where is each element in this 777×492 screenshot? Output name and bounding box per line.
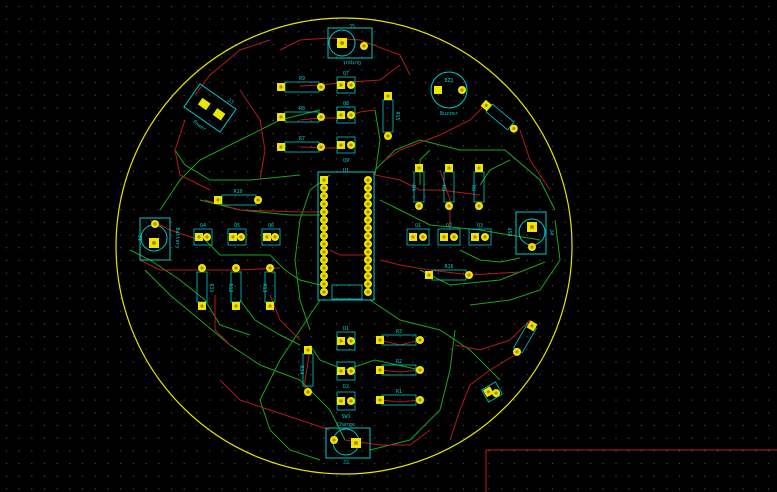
- q1-label: Q1: [415, 223, 421, 229]
- board-outline: [115, 17, 573, 475]
- r8-label: R8: [299, 106, 305, 112]
- j2-value: Charge: [337, 422, 355, 428]
- switch-sw1[interactable]: SW1: [336, 391, 356, 420]
- u1-pads-left: [320, 176, 328, 296]
- resistor-r3[interactable]: R3: [376, 329, 424, 346]
- resistor-r11[interactable]: R11: [196, 264, 214, 310]
- q6-label: Q6: [268, 223, 274, 229]
- j5-ref: J5: [349, 24, 355, 30]
- d1-label: D1: [343, 326, 349, 332]
- j4-value: ESP: [508, 227, 514, 236]
- j5-value: Output: [343, 59, 361, 65]
- j4-connector[interactable]: J4 ESP: [508, 211, 554, 255]
- resistor-r16[interactable]: R16: [425, 264, 473, 281]
- q7-label: Q7: [343, 71, 349, 77]
- r13-label: R13: [261, 283, 267, 292]
- r4-label: R4: [410, 185, 416, 191]
- resistor-r4[interactable]: R4: [410, 164, 425, 210]
- diode-d1[interactable]: D1: [336, 326, 356, 351]
- resistor-r15[interactable]: R15: [382, 92, 400, 140]
- resistor-r2[interactable]: R2: [376, 359, 424, 376]
- transistor-q7[interactable]: Q7: [336, 71, 356, 94]
- diode-d2[interactable]: D2: [336, 361, 356, 390]
- resistor-r13[interactable]: R13: [261, 264, 276, 310]
- d2-label: D2: [343, 384, 349, 390]
- diagonal-component-upper-right[interactable]: [480, 99, 520, 135]
- resistor-r10[interactable]: R10: [214, 189, 262, 206]
- r9-label: R9: [299, 76, 305, 82]
- sheet-border: [485, 449, 777, 492]
- r16-label: R16: [444, 264, 453, 270]
- j5-connector[interactable]: J5 Output: [327, 24, 373, 65]
- sw1-label: SW1: [341, 414, 350, 420]
- resistor-r12[interactable]: R12: [227, 264, 242, 310]
- diagonal-component-lower-right[interactable]: [511, 320, 539, 358]
- j2-ref: J2: [343, 460, 349, 466]
- q3-label: Q3: [477, 223, 483, 229]
- j1-value: Battery: [174, 227, 180, 248]
- r6-label: R6: [470, 185, 476, 191]
- j2-connector[interactable]: Charge J2: [325, 422, 371, 466]
- bz1-buzzer[interactable]: BZ1 Buzzer: [430, 71, 468, 117]
- r12-label: R12: [227, 283, 233, 292]
- transistor-q5[interactable]: Q5: [227, 223, 247, 246]
- resistor-r9[interactable]: R9: [277, 76, 325, 93]
- q2-label: Q2: [446, 223, 452, 229]
- transistor-q2[interactable]: Q2: [437, 223, 461, 246]
- q4-label: Q4: [200, 223, 206, 229]
- back-copper-traces: [129, 109, 561, 461]
- resistor-r6[interactable]: R6: [470, 164, 485, 210]
- j3-ref: J3: [226, 97, 234, 105]
- transistor-q9[interactable]: Q9: [336, 136, 356, 164]
- r7-label: R7: [299, 136, 305, 142]
- u1-label: U1: [343, 168, 349, 174]
- r5-label: R5: [440, 185, 446, 191]
- transistor-q3[interactable]: Q3: [468, 223, 492, 246]
- r11-label: R11: [208, 283, 214, 292]
- q8-label: Q8: [343, 101, 349, 107]
- bz1-value: Buzzer: [440, 111, 458, 117]
- j4-ref: J4: [548, 229, 554, 235]
- r2-label: R2: [396, 359, 402, 365]
- u1-module[interactable]: U1: [317, 168, 375, 301]
- resistor-r1[interactable]: R1: [376, 389, 424, 406]
- bz1-ref: BZ1: [444, 78, 453, 84]
- u1-pads-right: [364, 176, 372, 296]
- resistor-r5[interactable]: R5: [440, 164, 455, 210]
- resistor-r14[interactable]: R14: [298, 346, 314, 396]
- r14-label: R14: [298, 365, 304, 374]
- j1-ref: J1: [136, 235, 142, 241]
- resistor-r8[interactable]: R8: [277, 106, 325, 123]
- r3-label: R3: [396, 329, 402, 335]
- r10-label: R10: [233, 189, 242, 195]
- r1-label: R1: [396, 389, 402, 395]
- transistor-q6[interactable]: Q6: [261, 223, 281, 246]
- q5-label: Q5: [234, 223, 240, 229]
- r15-label: R15: [394, 111, 400, 120]
- transistor-q8[interactable]: Q8: [336, 101, 356, 124]
- transistor-q1[interactable]: Q1: [406, 223, 430, 246]
- small-component-bottom-right[interactable]: [481, 381, 503, 403]
- transistor-q4[interactable]: Q4: [193, 223, 213, 246]
- j1-connector[interactable]: J1 Battery: [136, 217, 180, 261]
- q9-label: Q9: [343, 158, 349, 164]
- resistor-r7[interactable]: R7: [277, 136, 325, 153]
